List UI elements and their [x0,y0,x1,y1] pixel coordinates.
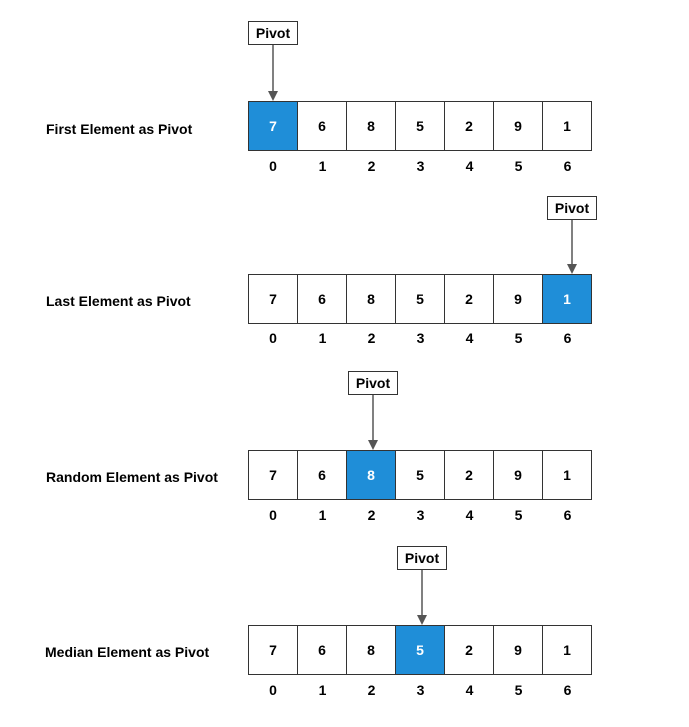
array-cell-pivot: 5 [395,625,445,675]
array-row: 7 6 8 5 2 9 1 [248,101,592,151]
index-label: 2 [367,682,376,698]
index-label: 6 [563,330,572,346]
array-cell-pivot: 1 [542,274,592,324]
array-cell-pivot: 8 [346,450,396,500]
pivot-arrow-icon [567,220,577,274]
index-row: 0 1 2 3 4 5 6 [248,158,592,174]
index-label: 3 [416,330,425,346]
array-cell: 2 [444,274,494,324]
index-label: 0 [269,330,277,346]
array-cell: 5 [395,450,445,500]
row-label: Last Element as Pivot [46,293,191,309]
array-row: 7 6 8 5 2 9 1 [248,274,592,324]
array-cell: 8 [346,625,396,675]
pivot-arrow-icon [417,570,427,625]
index-label: 5 [514,682,523,698]
array-cell: 1 [542,450,592,500]
index-label: 4 [465,158,474,174]
array-cell: 6 [297,625,347,675]
index-label: 1 [318,507,327,523]
array-cell: 8 [346,101,396,151]
index-label: 1 [318,158,327,174]
index-label: 1 [318,682,327,698]
index-row: 0 1 2 3 4 5 6 [248,507,592,523]
index-label: 6 [563,158,572,174]
pivot-marker: Pivot [248,21,298,45]
array-cell: 6 [297,101,347,151]
index-label: 2 [367,507,376,523]
row-label: First Element as Pivot [46,121,193,137]
index-label: 6 [563,682,572,698]
index-label: 0 [269,507,277,523]
index-label: 4 [465,330,474,346]
array-cell-pivot: 7 [248,101,298,151]
pivot-marker: Pivot [397,546,447,570]
index-label: 2 [367,330,376,346]
index-label: 3 [416,158,425,174]
index-label: 4 [465,507,474,523]
index-label: 1 [318,330,327,346]
pivot-marker: Pivot [547,196,597,220]
index-label: 2 [367,158,376,174]
array-cell: 9 [493,101,543,151]
array-cell: 2 [444,450,494,500]
array-cell: 1 [542,625,592,675]
index-row: 0 1 2 3 4 5 6 [248,682,592,698]
array-cell: 2 [444,101,494,151]
index-label: 5 [514,330,523,346]
pivot-arrow-icon [268,45,278,101]
array-cell: 7 [248,625,298,675]
array-row: 7 6 8 5 2 9 1 [248,625,592,675]
array-cell: 2 [444,625,494,675]
array-cell: 9 [493,450,543,500]
array-cell: 6 [297,450,347,500]
array-cell: 8 [346,274,396,324]
index-label: 0 [269,682,277,698]
index-label: 0 [269,158,277,174]
index-label: 4 [465,682,474,698]
array-cell: 9 [493,274,543,324]
index-label: 6 [563,507,572,523]
array-cell: 9 [493,625,543,675]
array-cell: 6 [297,274,347,324]
array-cell: 1 [542,101,592,151]
index-label: 3 [416,682,425,698]
index-row: 0 1 2 3 4 5 6 [248,330,592,346]
index-label: 5 [514,507,523,523]
index-label: 3 [416,507,425,523]
array-row: 7 6 8 5 2 9 1 [248,450,592,500]
array-cell: 5 [395,274,445,324]
array-cell: 7 [248,450,298,500]
pivot-marker: Pivot [348,371,398,395]
row-label: Median Element as Pivot [45,644,210,660]
row-label: Random Element as Pivot [46,469,218,485]
index-label: 5 [514,158,523,174]
array-cell: 5 [395,101,445,151]
pivot-arrow-icon [368,395,378,450]
array-cell: 7 [248,274,298,324]
